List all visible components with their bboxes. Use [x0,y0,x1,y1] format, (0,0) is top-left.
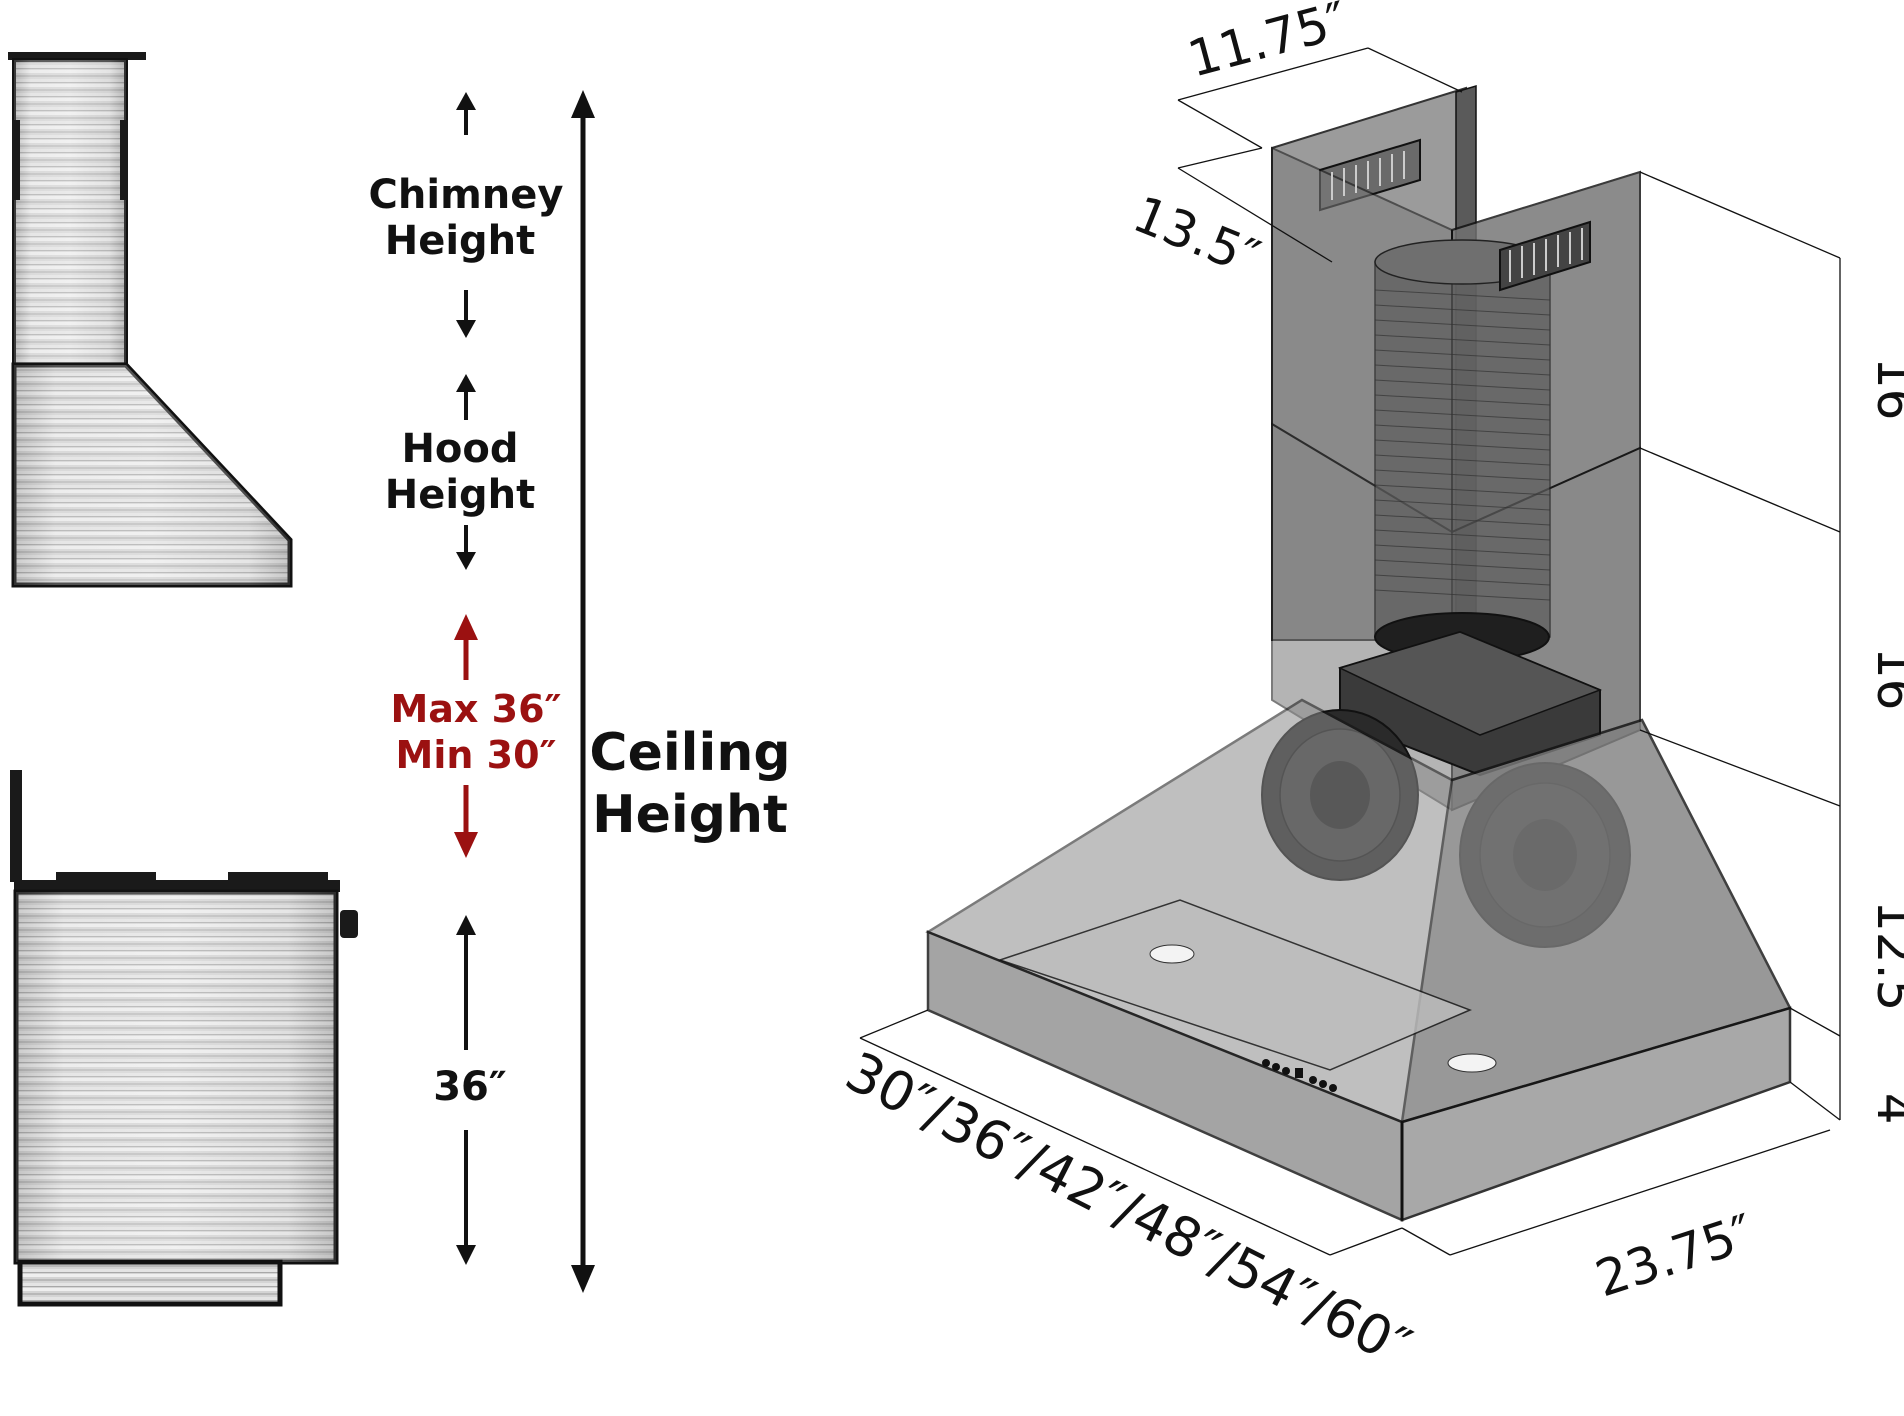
clearance-min-label: Min 30″ [396,733,557,777]
hood-lip-dimension-label: 4″ [1866,1093,1904,1144]
hood-3d-view [925,84,1792,1222]
hood-body-side [11,362,293,588]
ceiling-height-label-line2: Height [592,785,788,845]
counter-up-arrow-icon [456,915,476,935]
control-panel-buttons [1262,1059,1337,1092]
chimney-height-label-line2: Height [385,218,536,264]
clearance-up-arrow-icon [454,614,478,640]
dimension-lines [859,47,1841,1256]
range-side [10,770,358,1307]
ceiling-height-label-line1: Ceiling [589,723,790,783]
hood-depth-label: 23.75″ [1589,1203,1761,1308]
hood-height-label-line2: Height [385,472,536,518]
side-elevation [8,52,358,1307]
hood-chimney-side [8,52,146,367]
counter-height-label: 36″ [433,1064,507,1110]
height-labels: Chimney Height Hood Height Max 36″ Min 3… [369,172,791,1110]
counter-down-arrow-icon [456,1245,476,1265]
height-dimension-arrows [454,90,595,1293]
upper-chimney-dimension-label: 16″ [1866,357,1904,439]
chimney-depth-label: 13.5″ [1125,185,1267,287]
hood-up-arrow-icon [456,374,476,392]
hood-body-dimension-label: 12.5″ [1866,900,1904,1030]
lower-chimney-dimension-label: 16″ [1866,647,1904,729]
ceiling-up-arrow-icon [571,90,595,118]
ceiling-down-arrow-icon [571,1265,595,1293]
clearance-down-arrow-icon [454,832,478,858]
hood-height-label-line1: Hood [401,426,518,472]
chimney-down-arrow-icon [456,320,476,338]
duct-cylinder [1374,239,1551,662]
chimney-up-arrow-icon [456,92,476,110]
clearance-max-label: Max 36″ [390,687,561,731]
chimney-height-label-line1: Chimney [369,172,564,218]
hood-down-arrow-icon [456,552,476,570]
